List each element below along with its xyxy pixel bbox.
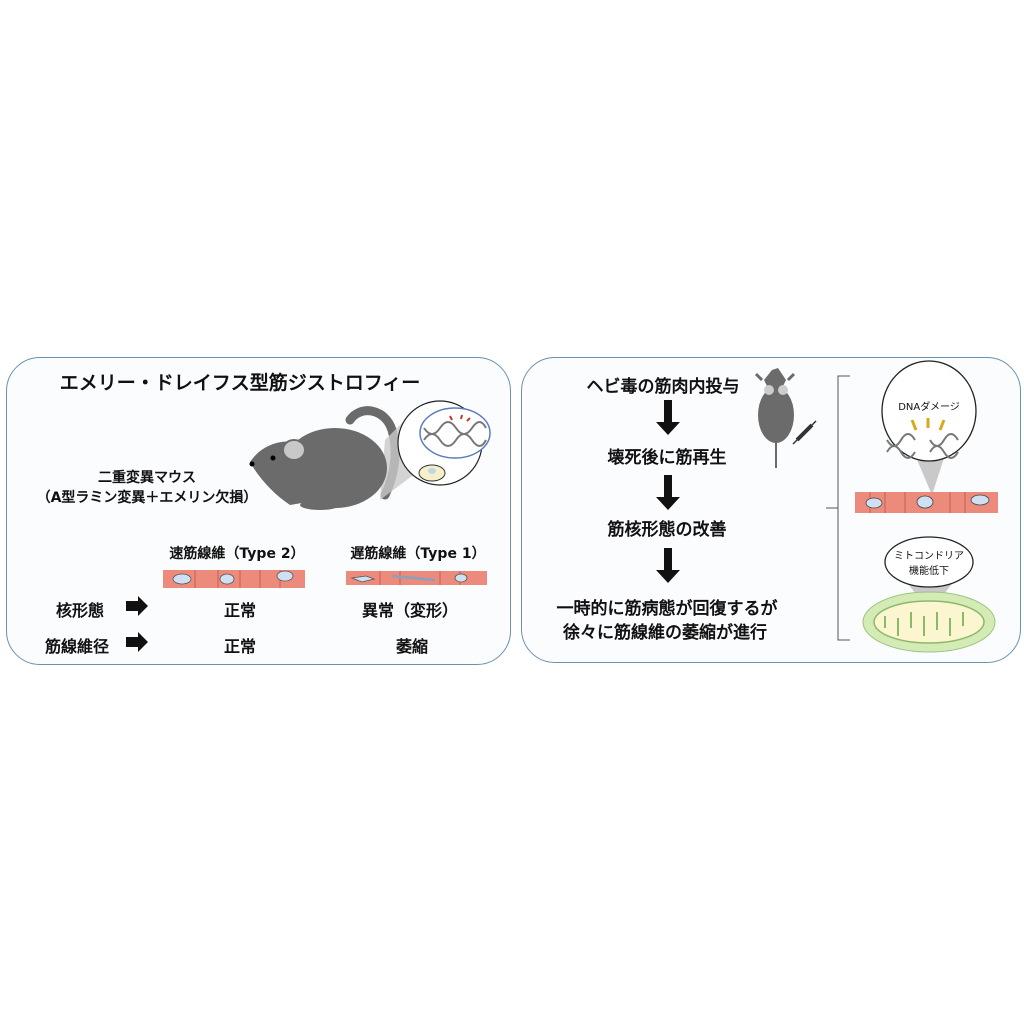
result-line2: 徐々に筋線維の萎縮が進行 [563, 623, 767, 643]
result-line1: 一時的に筋病態が回復するが [556, 599, 778, 619]
mitochondrion-illustration [862, 591, 996, 653]
dna-damage-bubble [881, 360, 977, 495]
slow-fiber [346, 571, 487, 585]
step-1: ヘビ毒の筋肉内投与 [586, 377, 740, 397]
slow-fiber-label: 遅筋線維（Type 1） [350, 546, 486, 562]
left-title: エメリー・ドレイフス型筋ジストロフィー [59, 372, 421, 394]
mouse-top-view-illustration [754, 368, 796, 468]
mito-bubble-line1: ミトコンドリア [894, 551, 964, 562]
dna-zoom-circle [397, 400, 491, 486]
fast-fiber [163, 570, 305, 588]
row-nucleus-fast: 正常 [223, 601, 257, 620]
dna-bubble-label: DNAダメージ [898, 402, 960, 413]
mouse-illustration [249, 406, 420, 510]
step-3: 筋核形態の改善 [607, 520, 727, 540]
row-label-nucleus: 核形態 [55, 601, 105, 620]
down-arrow-icons [656, 400, 680, 583]
mouse-label-line2: （A型ラミン変異＋エメリン欠損） [36, 490, 258, 506]
row-label-diameter: 筋線維径 [44, 637, 110, 656]
row-arrow-icons [126, 596, 148, 652]
row-diameter-fast: 正常 [223, 637, 257, 656]
row-diameter-slow: 萎縮 [395, 637, 429, 656]
mouse-label-line1: 二重変異マウス [98, 470, 196, 486]
row-nucleus-slow: 異常（変形） [361, 601, 459, 620]
step-2: 壊死後に筋再生 [607, 448, 727, 468]
mito-bubble-line2: 機能低下 [909, 566, 949, 577]
fast-fiber-label: 速筋線維（Type 2） [169, 546, 305, 562]
bracket [826, 375, 850, 641]
syringe-icon [792, 420, 817, 445]
muscle-fiber [855, 492, 998, 513]
